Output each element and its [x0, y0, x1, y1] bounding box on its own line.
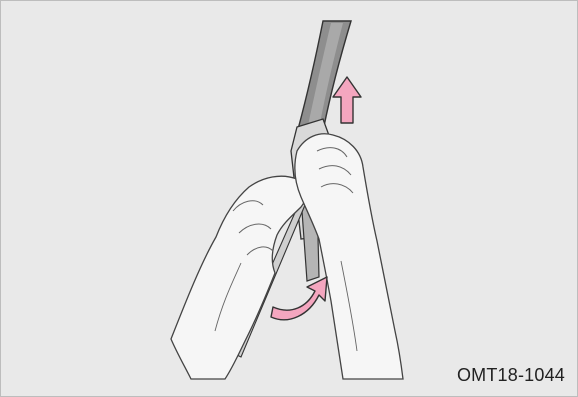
figure-code: OMT18-1044 — [457, 365, 565, 386]
curved-arrow-icon — [271, 277, 327, 320]
arrow-up-icon — [333, 77, 361, 123]
hand-icon — [171, 176, 306, 379]
